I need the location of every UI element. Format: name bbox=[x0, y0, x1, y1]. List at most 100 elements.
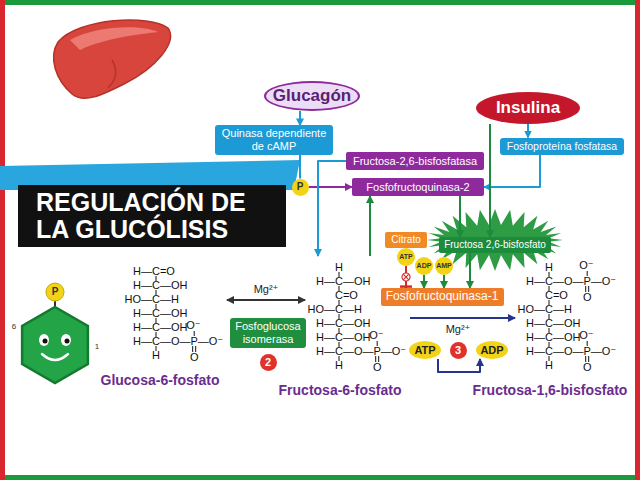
callout-number: 3 bbox=[450, 342, 467, 359]
connector bbox=[489, 124, 491, 237]
enzyme-box: Fosfoproteína fosfatasa bbox=[500, 138, 624, 155]
connector bbox=[299, 155, 301, 179]
structure-text: H bbox=[545, 358, 553, 372]
structure-text: H bbox=[335, 358, 343, 372]
structure-text: H—C—OH bbox=[133, 306, 187, 320]
connector bbox=[227, 299, 305, 301]
molecule-structure: Fructosa-6-fosfato bbox=[305, 256, 410, 376]
connector bbox=[459, 196, 461, 237]
structure-text: H—C—OH bbox=[133, 320, 187, 334]
structure-text: O bbox=[583, 360, 592, 374]
connector bbox=[318, 161, 346, 256]
enzyme-box: Fructosa-2,6-bisfosfatasa bbox=[346, 152, 484, 170]
structure-text: O⁻ bbox=[579, 258, 593, 272]
node-text: Citrato bbox=[391, 234, 420, 246]
liver-highlight bbox=[70, 27, 158, 50]
molecule-structure: Fructosa-1,6-bisfosfato bbox=[515, 256, 620, 376]
node-text: ADP bbox=[480, 344, 503, 357]
molecule-bonds bbox=[156, 271, 589, 362]
structure-text: H—C—OH bbox=[526, 330, 580, 344]
structure-text: H—C—O—P—O⁻ bbox=[526, 274, 616, 288]
hexagon bbox=[22, 307, 88, 383]
connector bbox=[443, 275, 445, 288]
eye bbox=[61, 334, 71, 346]
molecule-name: Fructosa-1,6-bisfosfato bbox=[473, 382, 628, 398]
node-text: Fosfoglucosa isomerasa bbox=[234, 320, 302, 345]
smile bbox=[42, 354, 68, 360]
connector bbox=[410, 317, 515, 319]
effector-circle: ATP bbox=[397, 248, 415, 266]
connector bbox=[309, 186, 353, 188]
edge-label: Mg²⁺ bbox=[252, 282, 281, 296]
node-text: Fructosa 2,6-bisfosfato bbox=[444, 239, 546, 251]
connector bbox=[369, 196, 371, 256]
effector-circle: AMP bbox=[435, 257, 453, 275]
structure-text: H—C—OH bbox=[316, 274, 370, 288]
structure-text: O bbox=[373, 360, 382, 374]
molecule-name: Glucosa-6-fosfato bbox=[101, 372, 220, 388]
structure-text: H—C—O—P—O⁻ bbox=[526, 344, 616, 358]
phosphate-dot bbox=[46, 283, 64, 301]
connector bbox=[527, 124, 529, 138]
structure-text: H—C—O—P—O⁻ bbox=[133, 334, 223, 348]
enzyme-box: Quinasa dependiente de cAMP bbox=[215, 125, 333, 154]
structure-text: H—C—OH bbox=[316, 330, 370, 344]
node-text: AMP bbox=[436, 262, 452, 270]
cofactor-oval: ATP bbox=[409, 341, 441, 359]
liver-illustration bbox=[54, 20, 171, 98]
node-text: Fosfofructoquinasa-1 bbox=[386, 290, 499, 304]
title-banner: REGULACIÓN DE LA GLUCÓLISIS bbox=[18, 185, 286, 247]
node-text: ADP bbox=[417, 262, 432, 270]
phosphate-circle: P bbox=[292, 179, 309, 196]
edge-label: Mg²⁺ bbox=[444, 322, 473, 336]
title-text: REGULACIÓN DE LA GLUCÓLISIS bbox=[36, 189, 268, 243]
cofactor-oval: ADP bbox=[476, 341, 508, 359]
connector bbox=[484, 155, 540, 188]
activator-box: Fructosa 2,6-bisfosfato bbox=[439, 237, 551, 253]
inhibition-symbol bbox=[402, 273, 410, 281]
right-band bbox=[635, 0, 640, 480]
structure-text: H—C=O bbox=[133, 264, 175, 278]
left-band bbox=[0, 0, 5, 480]
node-text: ATP bbox=[414, 344, 435, 357]
eye bbox=[39, 334, 49, 346]
hormone-oval: Glucagón bbox=[264, 81, 360, 111]
icon-text: 6 bbox=[12, 323, 16, 331]
structure-text: H—C—OH bbox=[526, 316, 580, 330]
structure-text: C=O bbox=[545, 288, 568, 302]
connector bbox=[423, 275, 425, 288]
structure-text: H—C—OH bbox=[316, 316, 370, 330]
inhibit-cross bbox=[403, 274, 409, 280]
enzyme-box: Fosfoglucosa isomerasa bbox=[230, 318, 306, 347]
structure-text: H—C—OH bbox=[133, 278, 187, 292]
icon-text: 1 bbox=[95, 343, 99, 351]
structure-text: H bbox=[545, 260, 553, 274]
hormone-oval: Insulina bbox=[476, 92, 580, 124]
node-text: Fosfoproteína fosfatasa bbox=[507, 140, 617, 152]
structure-text: HO—C—H bbox=[125, 292, 179, 306]
structure-text: O⁻ bbox=[186, 318, 200, 332]
structure-text: O bbox=[190, 350, 199, 364]
structure-text: O⁻ bbox=[579, 328, 593, 342]
pupil bbox=[65, 339, 70, 344]
inhibit-circle bbox=[402, 273, 410, 281]
liver-lobe-line bbox=[108, 60, 115, 88]
structure-text: H bbox=[152, 348, 160, 362]
node-text: P bbox=[297, 181, 304, 193]
callout-number: 2 bbox=[260, 354, 277, 371]
liver-shape bbox=[54, 20, 171, 98]
pupil bbox=[43, 339, 48, 344]
node-text: Fosfofructoquinasa-2 bbox=[366, 181, 469, 194]
structure-text: C=O bbox=[335, 288, 358, 302]
icon-text: P bbox=[52, 287, 59, 297]
connector bbox=[469, 253, 471, 288]
inhibitor-box: Citrato bbox=[385, 232, 427, 248]
structure-text: HO—C—H bbox=[308, 302, 362, 316]
node-text: Fructosa-2,6-bisfosfatasa bbox=[353, 155, 477, 168]
structure-text: O bbox=[583, 290, 592, 304]
molecule-name: Fructosa-6-fosfato bbox=[279, 382, 402, 398]
top-band bbox=[0, 0, 640, 5]
node-text: Glucagón bbox=[273, 86, 351, 106]
enzyme-box: Fosfofructoquinasa-2 bbox=[352, 178, 484, 196]
